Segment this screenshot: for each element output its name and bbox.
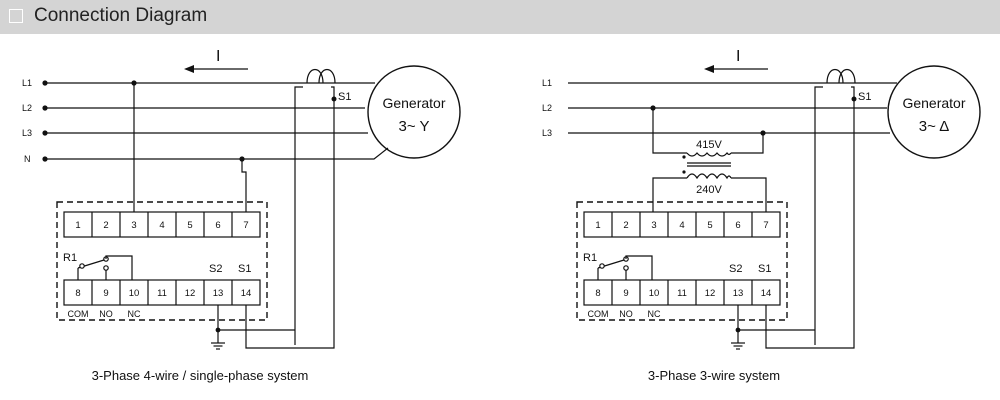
meter-wiring — [735, 99, 855, 349]
contact-label-com: COM — [588, 309, 609, 319]
terminal-3: 3 — [651, 220, 656, 231]
transformer-primary-label: 415V — [696, 139, 722, 151]
terminal-5: 5 — [707, 220, 712, 231]
terminal-12: 12 — [705, 288, 716, 299]
line-label-l1: L1 — [542, 78, 552, 88]
terminal-strip-top: 1 2 3 4 5 6 7 — [583, 211, 781, 238]
current-transformer-icon: S1 — [294, 68, 351, 345]
checkbox-icon — [9, 9, 23, 23]
contact-label-no: NO — [619, 309, 633, 319]
terminal-4: 4 — [159, 220, 164, 231]
terminal-13: 13 — [213, 288, 224, 299]
terminal-7: 7 — [243, 220, 248, 231]
terminal-6: 6 — [735, 220, 740, 231]
generator-type: 3~ Y — [398, 118, 429, 135]
terminal-s1-label: S1 — [758, 263, 771, 275]
ct-s1-label: S1 — [338, 91, 351, 103]
relay-label: R1 — [63, 252, 77, 264]
terminal-14: 14 — [241, 288, 252, 299]
terminal-strip-bottom: 8 9 10 11 12 13 14 — [63, 279, 261, 306]
generator-icon: Generator 3~ Δ — [887, 65, 981, 159]
ct-s1-label: S1 — [858, 91, 871, 103]
section-title: Connection Diagram — [34, 5, 208, 26]
diagram-caption: 3-Phase 4-wire / single-phase system — [92, 368, 309, 383]
terminal-2: 2 — [623, 220, 628, 231]
terminal-8: 8 — [75, 288, 80, 299]
line-label-l1: L1 — [22, 78, 32, 88]
contact-label-nc: NC — [648, 309, 661, 319]
generator-name: Generator — [902, 95, 965, 111]
current-label: I — [216, 48, 220, 65]
bus-lines — [568, 82, 897, 134]
diagram-4-wire: L1 L2 L3 N I S1 Generator 3~ Y — [22, 48, 461, 383]
contact-label-no: NO — [99, 309, 113, 319]
meter-wiring — [131, 80, 335, 349]
line-label-l2: L2 — [542, 103, 552, 113]
terminal-10: 10 — [649, 288, 660, 299]
terminal-4: 4 — [679, 220, 684, 231]
terminal-13: 13 — [733, 288, 744, 299]
terminal-3: 3 — [131, 220, 136, 231]
bus-lines — [42, 80, 389, 162]
terminal-s1-label: S1 — [238, 263, 251, 275]
line-label-n: N — [24, 154, 31, 164]
line-label-l3: L3 — [22, 128, 32, 138]
diagram-3-wire: L1 L2 L3 I S1 Generator 3~ Δ — [542, 48, 981, 383]
terminal-9: 9 — [103, 288, 108, 299]
relay-label: R1 — [583, 252, 597, 264]
terminal-5: 5 — [187, 220, 192, 231]
terminal-1: 1 — [595, 220, 600, 231]
generator-name: Generator — [382, 95, 445, 111]
relay-icon: R1 — [63, 252, 133, 280]
current-arrow: I — [184, 48, 248, 73]
current-arrow: I — [704, 48, 768, 73]
relay-icon: R1 — [583, 252, 653, 280]
terminal-strip-bottom: 8 9 10 11 12 13 14 — [583, 279, 781, 306]
current-label: I — [736, 48, 740, 65]
meter-enclosure — [576, 201, 788, 321]
line-label-l3: L3 — [542, 128, 552, 138]
terminal-8: 8 — [595, 288, 600, 299]
ground-icon — [731, 342, 745, 350]
terminal-strip-top: 1 2 3 4 5 6 7 — [63, 211, 261, 238]
section-header: Connection Diagram — [0, 0, 1000, 34]
terminal-7: 7 — [763, 220, 768, 231]
generator-icon: Generator 3~ Y — [367, 65, 461, 159]
line-label-l2: L2 — [22, 103, 32, 113]
transformer-secondary-label: 240V — [696, 184, 722, 196]
terminal-14: 14 — [761, 288, 772, 299]
terminal-11: 11 — [157, 288, 167, 299]
terminal-9: 9 — [623, 288, 628, 299]
current-transformer-icon: S1 — [814, 68, 871, 345]
terminal-11: 11 — [677, 288, 687, 299]
contact-label-nc: NC — [128, 309, 141, 319]
terminal-10: 10 — [129, 288, 140, 299]
ground-icon — [211, 342, 225, 350]
generator-type: 3~ Δ — [919, 118, 949, 135]
terminal-2: 2 — [103, 220, 108, 231]
terminal-s2-label: S2 — [209, 263, 222, 275]
voltage-transformer-icon: 415V 240V — [650, 105, 767, 212]
terminal-s2-label: S2 — [729, 263, 742, 275]
meter-enclosure — [56, 201, 268, 321]
terminal-6: 6 — [215, 220, 220, 231]
terminal-1: 1 — [75, 220, 80, 231]
contact-label-com: COM — [68, 309, 89, 319]
terminal-12: 12 — [185, 288, 196, 299]
diagram-caption: 3-Phase 3-wire system — [648, 368, 780, 383]
